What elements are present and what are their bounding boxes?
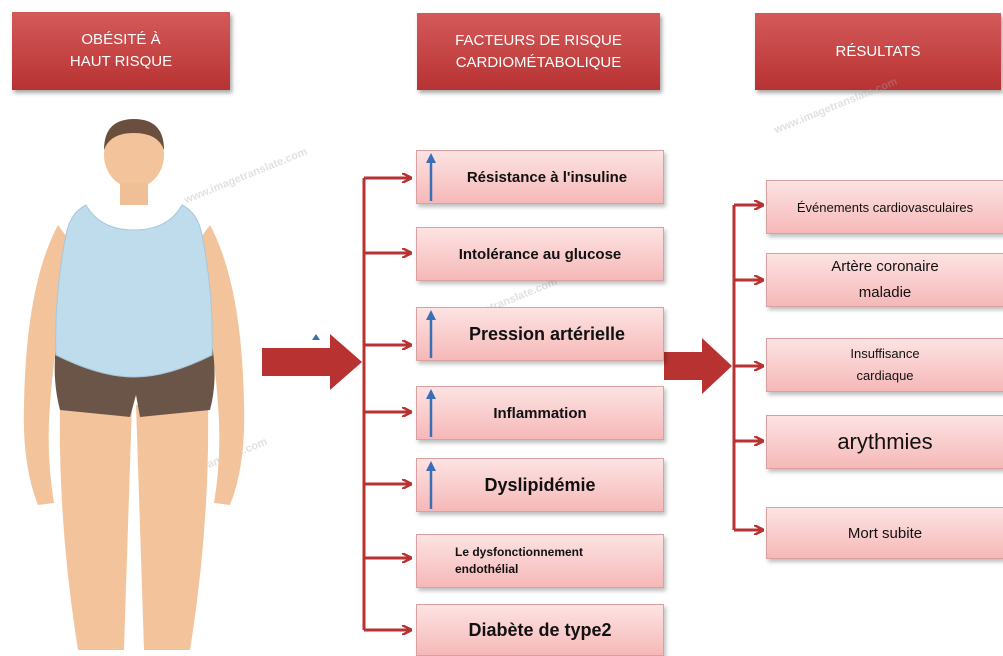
- outcome-cardiovascular-events: Événements cardiovasculaires: [766, 180, 1003, 234]
- risk-factor-label: Diabète de type2: [468, 620, 611, 641]
- outcome-label: Événements cardiovasculaires: [797, 200, 973, 215]
- up-arrow-icon: [425, 387, 437, 439]
- risk-factor-label: Dyslipidémie: [484, 475, 595, 496]
- outcome-sudden-death: Mort subite: [766, 507, 1003, 559]
- big-arrow-left: [262, 334, 362, 390]
- outcome-label: Insuffisance cardiaque: [850, 343, 919, 387]
- outcome-coronary-artery-disease: Artère coronaire maladie: [766, 253, 1003, 307]
- up-arrow-icon: [425, 308, 437, 360]
- up-arrow-icon: [425, 151, 437, 203]
- risk-factor-type2-diabetes: Diabète de type2: [416, 604, 664, 656]
- outcome-heart-failure: Insuffisance cardiaque: [766, 338, 1003, 392]
- risk-factor-label: Intolérance au glucose: [459, 246, 622, 263]
- outcome-arrhythmias: arythmies: [766, 415, 1003, 469]
- risk-factor-blood-pressure: Pression artérielle: [416, 307, 664, 361]
- risk-factor-label: Inflammation: [493, 405, 586, 422]
- outcome-label: Artère coronaire maladie: [831, 254, 939, 306]
- risk-factor-glucose-intolerance: Intolérance au glucose: [416, 227, 664, 281]
- risk-factor-dyslipidemia: Dyslipidémie: [416, 458, 664, 512]
- risk-factor-insulin-resistance: Résistance à l'insuline: [416, 150, 664, 204]
- up-arrow-icon: [425, 459, 437, 511]
- big-arrow-right: [664, 338, 732, 394]
- risk-factor-label: Pression artérielle: [455, 324, 625, 345]
- risk-factor-endothelial-dysfunction: Le dysfonctionnement endothélial: [416, 534, 664, 588]
- risk-factor-label: Résistance à l'insuline: [453, 169, 627, 186]
- outcome-label: Mort subite: [848, 525, 922, 542]
- outcome-label: arythmies: [837, 429, 932, 455]
- risk-factor-inflammation: Inflammation: [416, 386, 664, 440]
- risk-factor-label: Le dysfonctionnement endothélial: [417, 544, 583, 578]
